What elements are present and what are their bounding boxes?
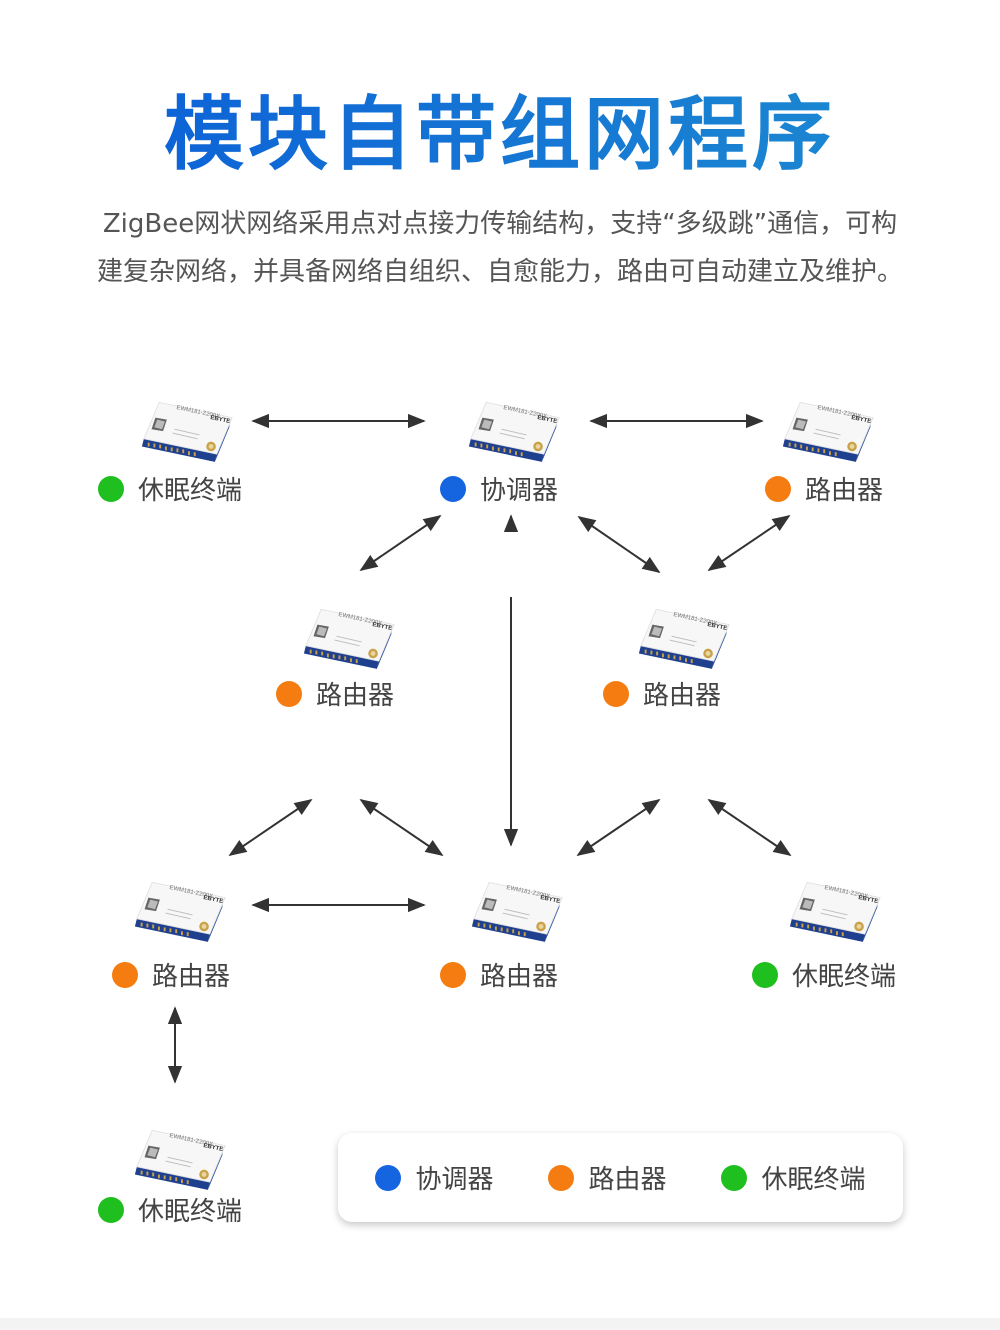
link-arrow-n4-n6 bbox=[228, 798, 313, 857]
node-label-text: 休眠终端 bbox=[138, 476, 243, 506]
node-label: 协调器 bbox=[440, 470, 558, 507]
end-device-dot-icon bbox=[752, 961, 778, 988]
end-device-dot-icon bbox=[98, 1196, 124, 1223]
link-arrow-n2-n4 bbox=[359, 514, 442, 572]
router-dot-icon bbox=[276, 680, 302, 707]
router-dot-icon bbox=[765, 475, 791, 502]
router-dot-icon bbox=[112, 961, 138, 988]
end-device-dot-icon bbox=[721, 1164, 748, 1191]
description-line-1: ZigBee网状网络采用点对点接力传输结构，支持“多级跳”通信，可构 bbox=[102, 209, 898, 239]
node-label: 休眠终端 bbox=[98, 470, 242, 507]
legend-label: 路由器 bbox=[588, 1165, 667, 1195]
router-dot-icon bbox=[548, 1164, 575, 1191]
legend-item-coordinator: 协调器 bbox=[375, 1159, 494, 1196]
legend-item-end-device: 休眠终端 bbox=[721, 1159, 866, 1196]
node-label-text: 休眠终端 bbox=[138, 1197, 243, 1227]
end-device-dot-icon bbox=[98, 475, 124, 502]
legend-item-router: 路由器 bbox=[548, 1159, 667, 1196]
node-label-text: 协调器 bbox=[480, 476, 559, 506]
router-dot-icon bbox=[440, 961, 466, 988]
node-label: 路由器 bbox=[112, 956, 230, 993]
node-label-text: 路由器 bbox=[805, 476, 884, 506]
node-label-text: 休眠终端 bbox=[792, 962, 897, 992]
node-label-text: 路由器 bbox=[480, 962, 559, 992]
node-label: 休眠终端 bbox=[98, 1191, 242, 1228]
link-arrow-n5-n7 bbox=[576, 798, 661, 857]
node-label-text: 路由器 bbox=[643, 681, 722, 711]
description-line-2: 建复杂网络，并具备网络自组织、自愈能力，路由可自动建立及维护。 bbox=[96, 257, 903, 287]
router-dot-icon bbox=[603, 680, 629, 707]
node-label-text: 路由器 bbox=[152, 962, 231, 992]
node-label-text: 路由器 bbox=[316, 681, 395, 711]
page-title: 模块自带组网程序 bbox=[0, 70, 1000, 186]
legend-label: 协调器 bbox=[415, 1165, 494, 1195]
node-label: 路由器 bbox=[440, 956, 558, 993]
link-arrow-n5-n8 bbox=[707, 798, 792, 857]
legend-label: 休眠终端 bbox=[761, 1165, 866, 1195]
coordinator-dot-icon bbox=[375, 1164, 402, 1191]
link-arrow-n3-n5 bbox=[707, 514, 791, 572]
node-label: 休眠终端 bbox=[752, 956, 896, 993]
coordinator-dot-icon bbox=[440, 475, 466, 502]
node-label: 路由器 bbox=[765, 470, 883, 507]
link-arrow-n4-n7 bbox=[359, 798, 444, 857]
legend: 协调器 路由器 休眠终端 bbox=[338, 1133, 903, 1222]
bottom-band bbox=[0, 1318, 1000, 1330]
node-label: 路由器 bbox=[603, 675, 721, 712]
node-label: 路由器 bbox=[276, 675, 394, 712]
link-arrow-n2-n5 bbox=[577, 515, 661, 574]
